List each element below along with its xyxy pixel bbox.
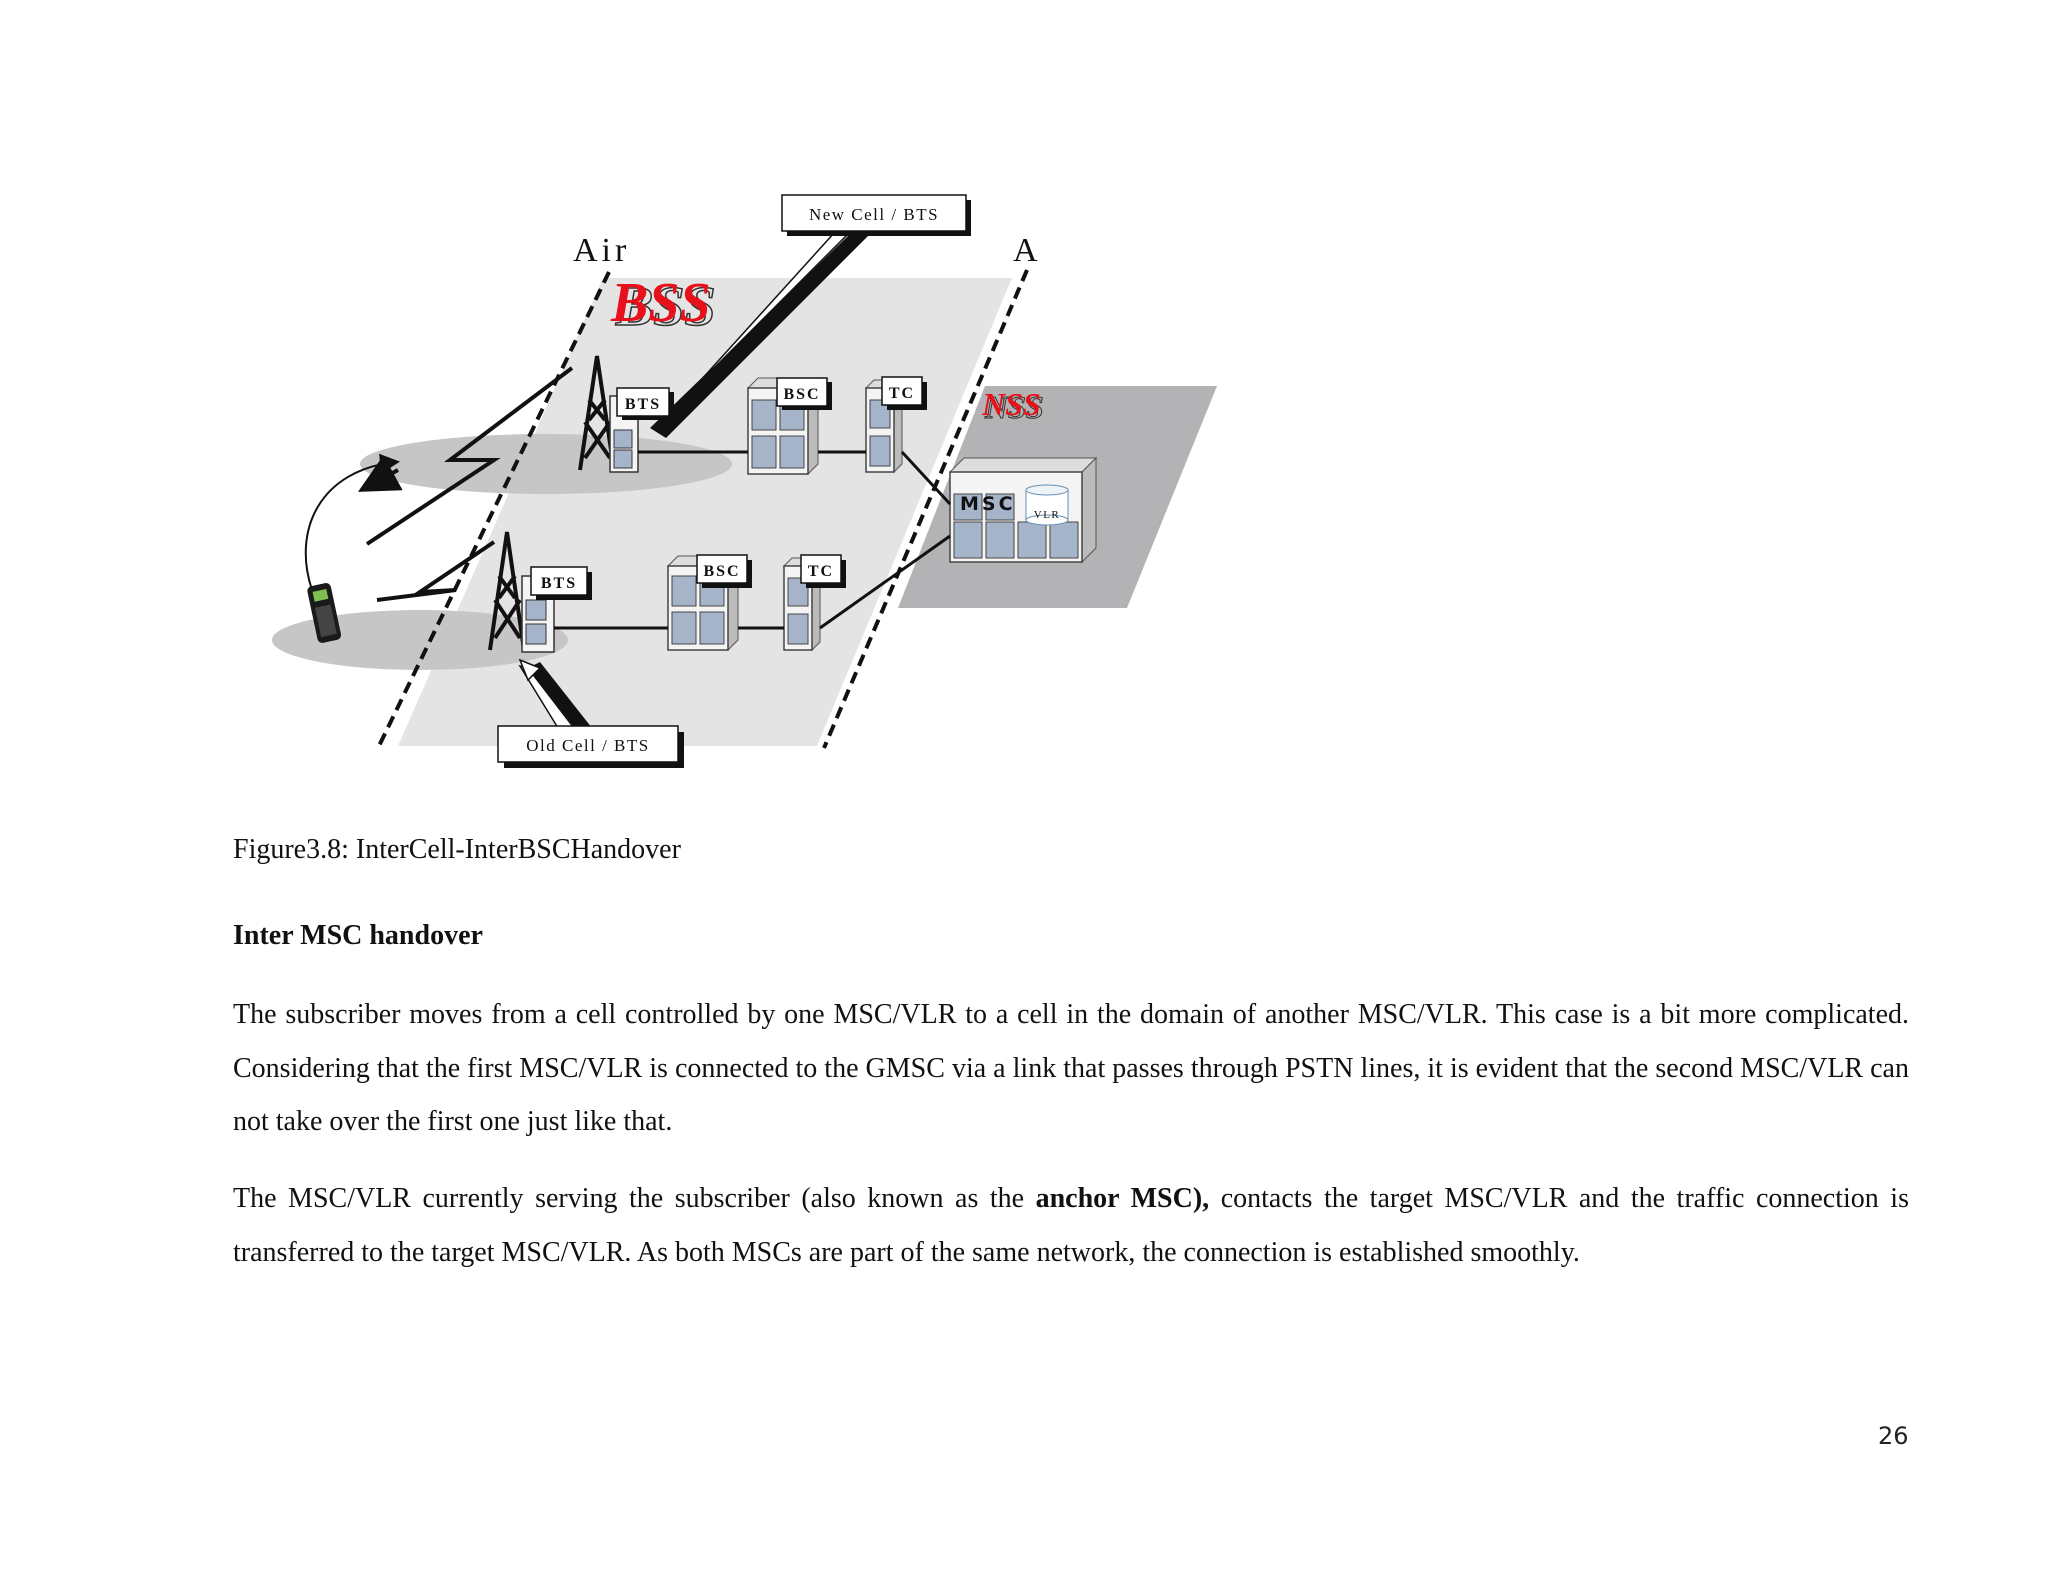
tc-top: TC — [864, 376, 927, 474]
bsc-top-label: BSC — [783, 386, 820, 403]
bts-tower-top-icon — [578, 355, 616, 471]
anchor-msc-term: anchor MSC), — [1035, 1183, 1210, 1214]
new-cell-label: New Cell / BTS — [809, 205, 939, 224]
air-label: Air — [573, 232, 630, 269]
mobile-phone-icon — [307, 583, 342, 643]
nss-label-shadow: NSS — [984, 389, 1044, 425]
paragraph-2: The MSC/VLR currently serving the subscr… — [233, 1172, 1909, 1279]
vlr-database-icon: VLR — [1025, 484, 1069, 526]
tc-bottom-label: TC — [808, 563, 834, 580]
a-interface-label: A — [1013, 232, 1038, 269]
section-heading: Inter MSC handover — [233, 920, 483, 951]
bsc-bottom-label: BSC — [703, 563, 740, 580]
paragraph-1: The subscriber moves from a cell control… — [233, 999, 1909, 1137]
bsc-top: BSC — [746, 376, 832, 476]
old-cell-label: Old Cell / BTS — [526, 736, 649, 755]
msc-label: MSC — [960, 493, 1016, 515]
tc-top-label: TC — [889, 385, 915, 402]
radio-link-bottom — [376, 540, 496, 602]
bss-label-shadow: BSS — [615, 276, 716, 338]
page-number: 26 — [1878, 1422, 1909, 1450]
a-interface-line — [822, 269, 1029, 749]
bss-area — [398, 278, 1012, 746]
vlr-label: VLR — [1034, 509, 1061, 521]
handover-arrow — [304, 453, 400, 591]
bts-top-label: BTS — [625, 396, 661, 413]
figure-caption: Figure3.8: InterCell-InterBSCHandover — [233, 834, 681, 865]
paragraph-2-after: contacts the target MSC/VLR and the traf… — [233, 1183, 1909, 1268]
tc-bottom: TC — [782, 554, 846, 652]
handover-diagram: Air A BSS BSS NSS NSS New Cell / BTS Old… — [272, 194, 1217, 768]
bss-label: BSS — [610, 272, 711, 334]
connection-lines — [554, 450, 952, 630]
bts-tower-bottom-icon — [488, 531, 526, 651]
bts-cabinet-top: BTS — [609, 387, 674, 473]
new-cell-ellipse — [360, 434, 732, 494]
nss-label: NSS — [981, 386, 1041, 422]
bts-cabinet-bottom: BTS — [521, 566, 592, 653]
old-cell-callout: Old Cell / BTS — [497, 658, 684, 768]
air-interface-line — [376, 271, 611, 749]
bts-bottom-label: BTS — [541, 575, 577, 592]
new-cell-callout: New Cell / BTS — [650, 194, 971, 438]
paragraph-2-before: The MSC/VLR currently serving the subscr… — [233, 1183, 1036, 1214]
msc-vlr-unit: MSC VLR — [948, 456, 1098, 564]
bsc-bottom: BSC — [666, 554, 752, 652]
